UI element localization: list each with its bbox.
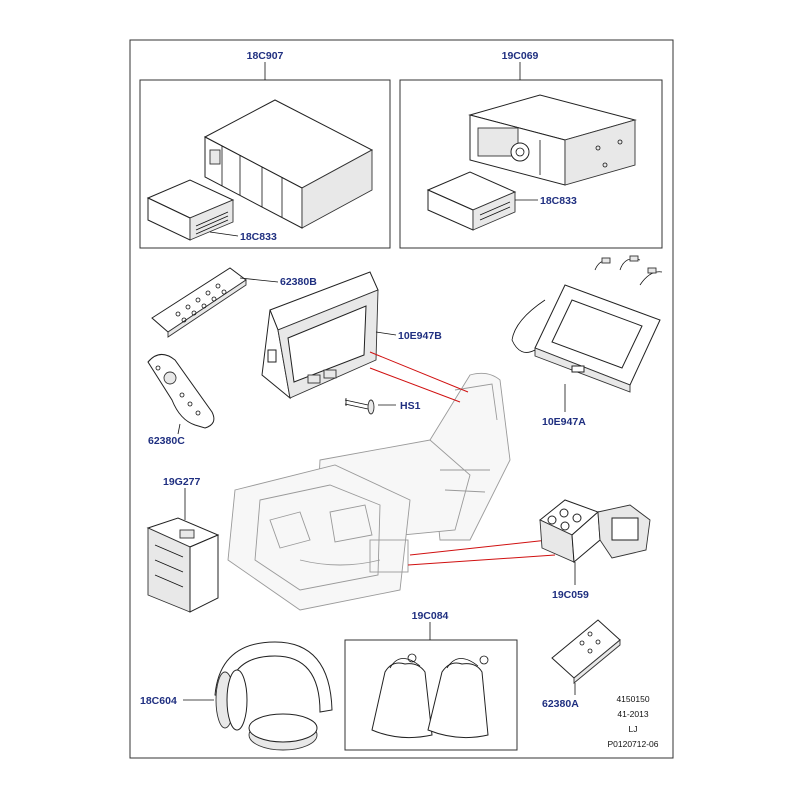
label-62380a: 62380A bbox=[542, 698, 579, 710]
roof-screen bbox=[511, 255, 663, 393]
bags-group: 19C084 bbox=[344, 610, 518, 751]
reference-line-2: 41-2013 bbox=[617, 709, 648, 719]
label-18c833-left: 18C833 bbox=[240, 231, 277, 243]
reference-line-3: LJ bbox=[629, 724, 638, 734]
diagram-border bbox=[129, 39, 674, 759]
remote-large bbox=[147, 354, 215, 429]
label-19g277: 19G277 bbox=[163, 476, 201, 488]
remote-small bbox=[151, 267, 247, 338]
bag-right bbox=[427, 655, 489, 739]
red-line-1 bbox=[369, 351, 469, 393]
cd-changer-group: 18C907 18C833 bbox=[139, 50, 391, 249]
reference-line-1: 4150150 bbox=[616, 694, 649, 704]
label-19c059: 19C059 bbox=[552, 589, 589, 601]
magazine-left bbox=[146, 179, 235, 241]
label-62380c: 62380C bbox=[148, 435, 185, 447]
label-10e947a: 10E947A bbox=[542, 416, 586, 428]
label-62380b: 62380B bbox=[280, 276, 317, 288]
red-line-3 bbox=[409, 539, 549, 556]
dvd-changer-unit bbox=[468, 94, 637, 186]
dvd-changer-group: 19C069 18C833 bbox=[399, 50, 663, 249]
remote-card bbox=[551, 619, 621, 684]
label-18c604: 18C604 bbox=[140, 695, 177, 707]
red-line-4 bbox=[407, 554, 556, 566]
dvd-changer-box bbox=[399, 79, 663, 249]
bag-left bbox=[371, 653, 433, 739]
bolt-hs1 bbox=[344, 398, 375, 415]
headrest-screen bbox=[261, 271, 379, 400]
amplifier bbox=[146, 517, 220, 613]
headphones bbox=[214, 641, 333, 751]
bags-box bbox=[344, 639, 518, 751]
cd-changer-unit bbox=[203, 99, 374, 229]
label-18c907: 18C907 bbox=[247, 50, 284, 62]
red-line-2 bbox=[369, 367, 461, 403]
label-19c084: 19C084 bbox=[412, 610, 449, 622]
label-hs1: HS1 bbox=[400, 400, 421, 412]
reference-line-4: P0120712-06 bbox=[607, 739, 658, 749]
seat-console-ghost bbox=[227, 372, 511, 611]
label-18c833-right: 18C833 bbox=[540, 195, 577, 207]
switch-module bbox=[539, 499, 651, 564]
label-19c069: 19C069 bbox=[502, 50, 539, 62]
label-10e947b: 10E947B bbox=[398, 330, 442, 342]
magazine-right bbox=[426, 171, 517, 231]
